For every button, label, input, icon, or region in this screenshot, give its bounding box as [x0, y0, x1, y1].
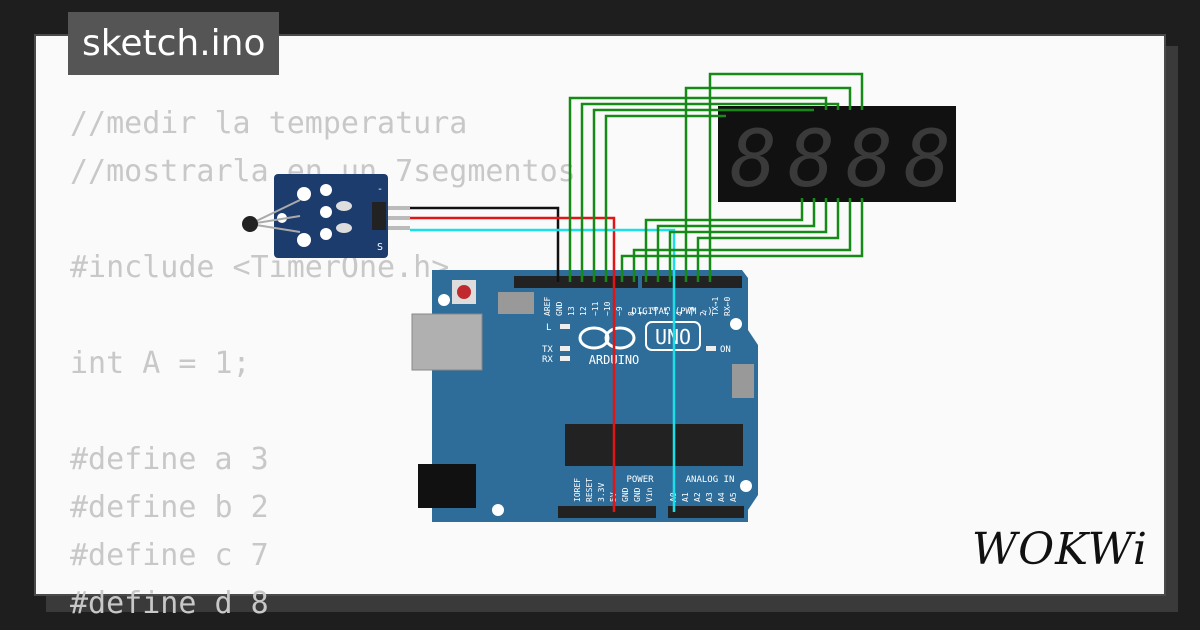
- pin-label: 4: [675, 311, 684, 316]
- wire-seg-8: [656, 198, 816, 282]
- code-line: int A = 1;: [70, 346, 251, 381]
- digital-header-right: [642, 276, 742, 288]
- led-tx-label: TX: [542, 345, 553, 355]
- led-l-label: L: [546, 323, 551, 333]
- wokwi-logo[interactable]: WOKWi: [971, 524, 1148, 575]
- pin-label: TX→1: [711, 297, 720, 316]
- display-digit: 8: [730, 115, 777, 205]
- wires: [410, 72, 864, 512]
- pin-label: A1: [681, 492, 690, 502]
- pin-label: A5: [729, 492, 738, 502]
- wire-seg-3: [592, 108, 814, 282]
- power-header: [558, 506, 656, 518]
- led-tx: [560, 346, 570, 351]
- led-l: [560, 324, 570, 329]
- code-line: //mostrarla en un 7segmentos: [70, 154, 576, 189]
- analog-in-label: ANALOG IN: [686, 475, 735, 485]
- wire-seg-9: [668, 198, 828, 282]
- wire-seg-12: [708, 72, 864, 282]
- led-rx-label: RX: [542, 355, 553, 365]
- pin-label: IOREF: [573, 478, 582, 502]
- wire-signal-cyan: [410, 228, 676, 512]
- wire-seg-5: [620, 198, 864, 282]
- code-preview: //medir la temperatura //mostrarla en un …: [70, 100, 576, 628]
- pin-label: A4: [717, 492, 726, 502]
- wire-seg-7: [644, 198, 804, 282]
- pin-label: 2: [699, 311, 708, 316]
- pin-label: GND: [621, 487, 630, 502]
- display-digit: 8: [846, 115, 893, 205]
- wire-seg-11: [696, 198, 840, 282]
- pin-label: A3: [705, 492, 714, 502]
- pin-label: ~10: [603, 301, 612, 316]
- wire-gnd-black: [410, 206, 560, 282]
- code-line: #define b 2: [70, 490, 269, 525]
- led-on-label: ON: [720, 345, 731, 355]
- icsp-header: [498, 292, 754, 398]
- thermistor: [242, 216, 258, 232]
- wire-5v-red: [410, 216, 616, 512]
- digital-header-left: [514, 276, 638, 288]
- pin-label: A2: [693, 492, 702, 502]
- code-line: #define a 3: [70, 442, 269, 477]
- power-jack: [418, 464, 476, 508]
- pin-label: 8: [627, 311, 636, 316]
- filename-tab[interactable]: sketch.ino: [68, 12, 280, 75]
- pin-label: GND: [555, 301, 564, 316]
- code-line: #define c 7: [70, 538, 269, 573]
- led-rx: [560, 356, 570, 361]
- power-label: POWER: [626, 475, 654, 485]
- display-digit: 8: [788, 115, 835, 205]
- display-digit: 8: [904, 115, 951, 205]
- pin-label: AREF: [543, 297, 552, 316]
- pin-label: GND: [633, 487, 642, 502]
- sensor-minus-label: -: [377, 184, 383, 195]
- wire-seg-10: [684, 86, 852, 282]
- atmega-chip: [565, 424, 743, 466]
- led-on: [706, 346, 716, 351]
- sensor-signal-label: S: [377, 242, 383, 253]
- arduino-uno-board[interactable]: UNO ARDUINO DIGITAL (PWM ~) POWER ANALOG…: [411, 270, 758, 522]
- pin-label: 7: [639, 311, 648, 316]
- analog-header: [668, 506, 744, 518]
- pin-label: RX←0: [723, 297, 732, 316]
- usb-port: [411, 313, 483, 371]
- pin-label: ~6: [651, 306, 660, 316]
- pin-label: ~5: [663, 306, 672, 316]
- pin-label: Vin: [645, 487, 654, 502]
- wire-seg-6: [632, 198, 852, 282]
- pin-label: 12: [579, 306, 588, 316]
- pin-label: RESET: [585, 478, 594, 502]
- pin-label: 3.3V: [597, 483, 606, 502]
- code-line: //medir la temperatura: [70, 106, 468, 141]
- pin-label: ~11: [591, 301, 600, 316]
- pin-label: 13: [567, 306, 576, 316]
- pin-label: ~3: [687, 306, 696, 316]
- temperature-sensor-module[interactable]: S -: [242, 174, 410, 258]
- pin-label: ~9: [615, 306, 624, 316]
- code-line: #define d 8: [70, 586, 269, 621]
- digital-pins-label: DIGITAL (PWM ~): [631, 307, 712, 317]
